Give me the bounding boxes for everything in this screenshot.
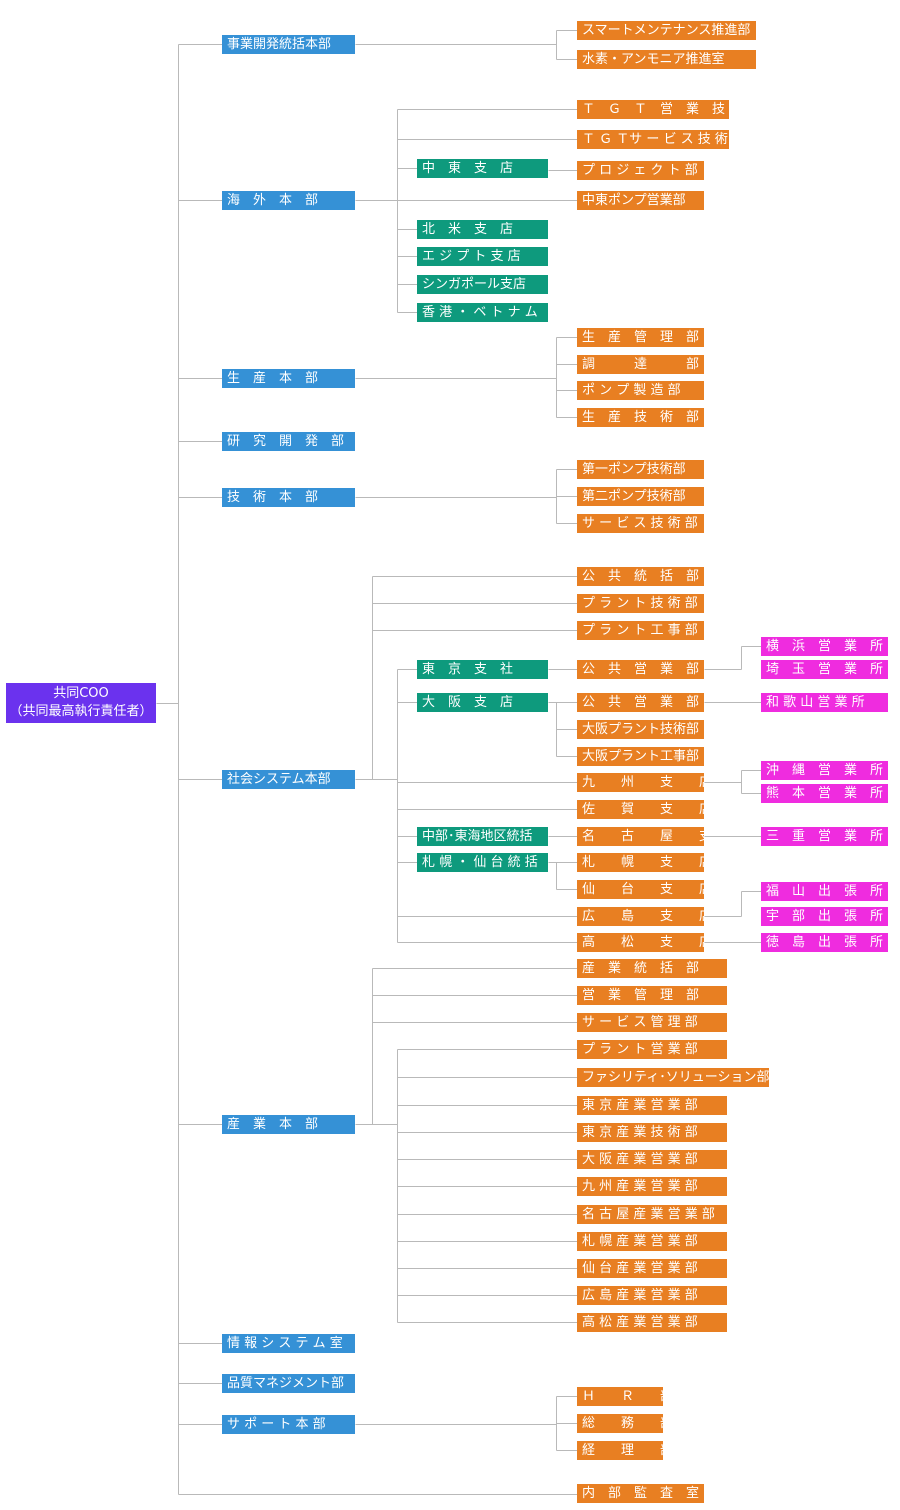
dept-project: プ ロ ジ ェ ク ト 部 [577,161,704,180]
branch-osaka: 大 阪 支 店 [417,693,548,712]
dept-tgt-eigyo: Ｔ Ｇ Ｔ 営 業 技 術 [577,100,729,119]
branch-singapore: シンガポール支店 [417,275,548,294]
branch-chuto: 中 東 支 店 [417,159,548,178]
dept-kyushu: 九 州 支 店 [577,773,704,792]
dept-plant-eigyo: プ ラ ン ト 営 業 部 [577,1040,727,1059]
dept-takamatsu: 高 松 支 店 [577,933,704,952]
dept-hiroshima: 広 島 支 店 [577,907,704,926]
division-shakai: 社会システム本部 [222,770,355,789]
dept-tokyo-sangyo-gijutsu: 東 京 産 業 技 術 部 [577,1123,727,1142]
dept-tokyo-kokyo: 公 共 営 業 部 [577,660,704,679]
dept-kokyo-tokatsu: 公 共 統 括 部 [577,567,704,586]
branch-egypt: エ ジ プ ト 支 店 [417,247,548,266]
dept-tgt-service: Ｔ Ｇ Ｔサ ー ビ ス 技 術 [577,130,729,149]
dept-nagoya-sangyo-eigyo: 名 古 屋 産 業 営 業 部 [577,1205,727,1224]
office-tokushima: 徳 島 出 張 所 [761,933,888,952]
dept-osaka-plant-gijutsu: 大阪プラント技術部 [577,720,704,739]
dept-chuto-pump: 中東ポンプ営業部 [577,191,704,210]
branch-hongkong: 香 港 ・ ベ ト ナ ム [417,303,548,322]
dept-chotatsu: 調 達 部 [577,355,704,374]
dept-seisan-kanri: 生 産 管 理 部 [577,328,704,347]
dept-suiso: 水素・アンモニア推進室 [577,50,756,69]
dept-osaka-plant-koji: 大阪プラント工事部 [577,747,704,766]
dept-kyushu-sangyo-eigyo: 九 州 産 業 営 業 部 [577,1177,727,1196]
dept-takamatsu-sangyo-eigyo: 高 松 産 業 営 業 部 [577,1313,727,1332]
dept-pump-seizo: ポ ン プ 製 造 部 [577,381,704,400]
dept-facility: ファシリティ･ソリューション部 [577,1068,769,1087]
office-fukuyama: 福 山 出 張 所 [761,882,888,901]
dept-naibu-kansa: 内 部 監 査 室 [577,1484,704,1503]
office-saitama: 埼 玉 営 業 所 [761,660,888,679]
dept-hr: Ｈ Ｒ 部 [577,1387,663,1406]
division-support: サ ポ ー ト 本 部 [222,1415,355,1434]
dept-pump1: 第一ポンプ技術部 [577,460,704,479]
division-seisan: 生 産 本 部 [222,369,355,388]
dept-eigyo-kanri: 営 業 管 理 部 [577,986,727,1005]
dept-keiri: 経 理 部 [577,1441,663,1460]
dept-plant-gijutsu: プ ラ ン ト 技 術 部 [577,594,704,613]
dept-sendai-sangyo-eigyo: 仙 台 産 業 営 業 部 [577,1259,727,1278]
root-subtitle: （共同最高執行責任者） [9,704,153,719]
dept-seisan-gijutsu: 生 産 技 術 部 [577,408,704,427]
office-wakayama: 和 歌 山 営 業 所 [761,693,888,712]
division-jigyo-kaihatsu: 事業開発統括本部 [222,35,355,54]
dept-tokyo-sangyo-eigyo: 東 京 産 業 営 業 部 [577,1096,727,1115]
dept-pump2: 第二ポンプ技術部 [577,487,704,506]
office-yokohama: 横 浜 営 業 所 [761,637,888,656]
dept-saga: 佐 賀 支 店 [577,800,704,819]
dept-plant-koji: プ ラ ン ト 工 事 部 [577,621,704,640]
division-kaigai: 海 外 本 部 [222,191,355,210]
office-okinawa: 沖 縄 営 業 所 [761,761,888,780]
dept-somu: 総 務 部 [577,1414,663,1433]
dept-sendai: 仙 台 支 店 [577,880,704,899]
branch-hokubei: 北 米 支 店 [417,220,548,239]
office-mie: 三 重 営 業 所 [761,827,888,846]
root-title: 共同COO [53,686,109,701]
division-gijutsu: 技 術 本 部 [222,488,355,507]
dept-sapporo-shiten: 札 幌 支 店 [577,853,704,872]
dept-nagoya: 名 古 屋 支 店 [577,827,704,846]
office-kumamoto: 熊 本 営 業 所 [761,784,888,803]
dept-service-gijutsu: サ ー ビ ス 技 術 部 [577,514,704,533]
dept-osaka-kokyo: 公 共 営 業 部 [577,693,704,712]
branch-chubu: 中部･東海地区統括 [417,827,548,846]
dept-sapporo-sangyo-eigyo: 札 幌 産 業 営 業 部 [577,1232,727,1251]
branch-sapporo: 札 幌 ・ 仙 台 統 括 [417,853,548,872]
dept-osaka-sangyo-eigyo: 大 阪 産 業 営 業 部 [577,1150,727,1169]
dept-service-kanri: サ ー ビ ス 管 理 部 [577,1013,727,1032]
dept-sangyo-tokatsu: 産 業 統 括 部 [577,959,727,978]
dept-hiroshima-sangyo-eigyo: 広 島 産 業 営 業 部 [577,1286,727,1305]
division-joho: 情 報 シ ス テ ム 室 [222,1334,355,1353]
root-coo: 共同COO （共同最高執行責任者） [6,683,156,723]
division-kenkyu: 研 究 開 発 部 [222,432,355,451]
office-ube: 宇 部 出 張 所 [761,907,888,926]
branch-tokyo: 東 京 支 社 [417,660,548,679]
dept-smart: スマートメンテナンス推進部 [577,21,756,40]
division-sangyo: 産 業 本 部 [222,1115,355,1134]
division-hinshitsu: 品質マネジメント部 [222,1374,355,1393]
